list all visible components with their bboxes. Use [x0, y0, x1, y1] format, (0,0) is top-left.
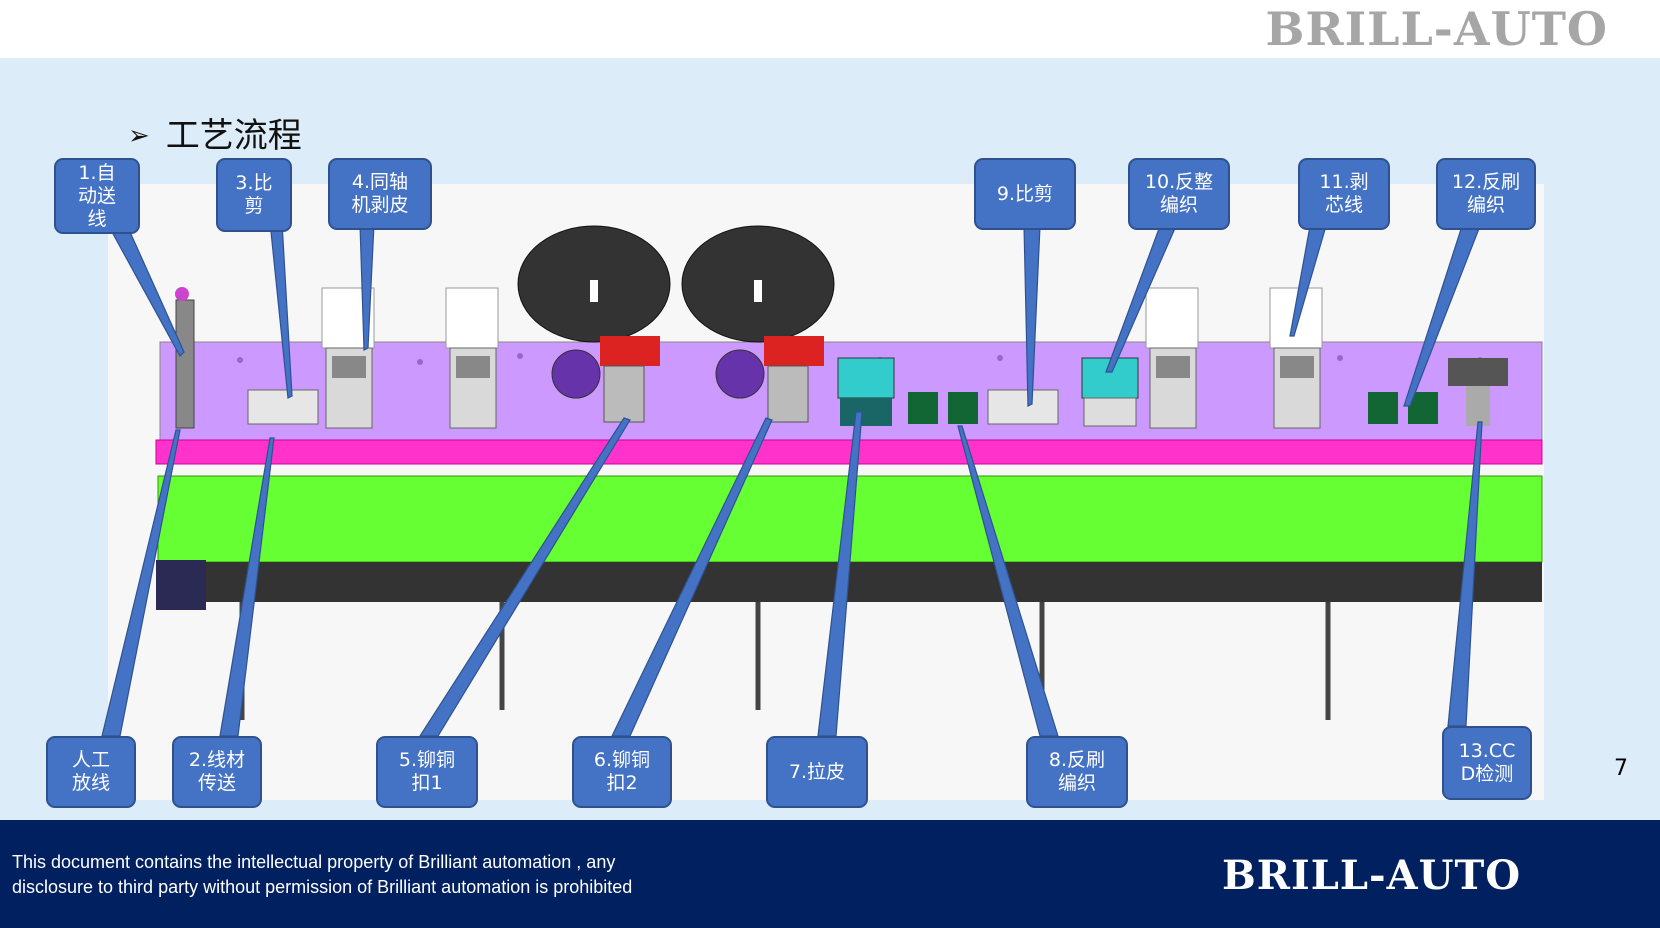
callout-compare-cut-9: 9.比剪 — [974, 158, 1076, 230]
section-title-text: 工艺流程 — [165, 116, 302, 156]
callout-crimp-1: 5.铆铜 扣1 — [376, 736, 478, 808]
callout-strip-core: 11.剥 芯线 — [1298, 158, 1390, 230]
callout-reverse-brush-12: 12.反刷 编织 — [1436, 158, 1536, 230]
conveyor-rail — [155, 439, 1543, 465]
brand-logo-bottom: BRILL-AUTO — [1222, 852, 1522, 899]
feeder-spool — [175, 287, 189, 301]
brush-units — [908, 392, 1438, 424]
feeder-tower — [175, 299, 195, 429]
ccd-mount — [1466, 386, 1490, 426]
notice-line-1: This document contains the intellectual … — [12, 852, 616, 872]
callout-manual-payoff: 人工 放线 — [46, 736, 136, 808]
footer-bar: This document contains the intellectual … — [0, 820, 1660, 928]
control-cabinet — [156, 560, 206, 610]
callout-coax-strip: 4.同轴 机剥皮 — [328, 158, 432, 230]
arrow-bullet-icon: ➢ — [128, 121, 150, 151]
machine-legs — [239, 602, 1331, 720]
callout-wire-transfer: 2.线材 传送 — [172, 736, 262, 808]
callout-auto-feed: 1.自 动送 线 — [54, 158, 140, 234]
stripping-units — [321, 287, 1323, 429]
callout-reverse-braid-10: 10.反整 编织 — [1128, 158, 1230, 230]
ccd-camera — [1448, 358, 1508, 386]
notice-line-2: disclosure to third party without permis… — [12, 877, 633, 897]
callout-crimp-2: 6.铆铜 扣2 — [572, 736, 672, 808]
brand-logo-top: BRILL-AUTO — [1265, 2, 1608, 56]
callout-reverse-brush-8: 8.反刷 编织 — [1026, 736, 1128, 808]
callout-pull-jacket: 7.拉皮 — [766, 736, 868, 808]
crimp-reels — [517, 225, 835, 423]
page-number: 7 — [1614, 756, 1628, 781]
callout-ccd-check: 13.CC D检测 — [1442, 726, 1532, 800]
confidentiality-notice: This document contains the intellectual … — [12, 850, 772, 900]
callout-compare-cut: 3.比 剪 — [216, 158, 292, 232]
cyan-units — [837, 357, 1139, 427]
header-bar: BRILL-AUTO — [0, 0, 1660, 58]
cutter-units — [247, 389, 1059, 425]
section-title: ➢ 工艺流程 — [128, 108, 302, 157]
